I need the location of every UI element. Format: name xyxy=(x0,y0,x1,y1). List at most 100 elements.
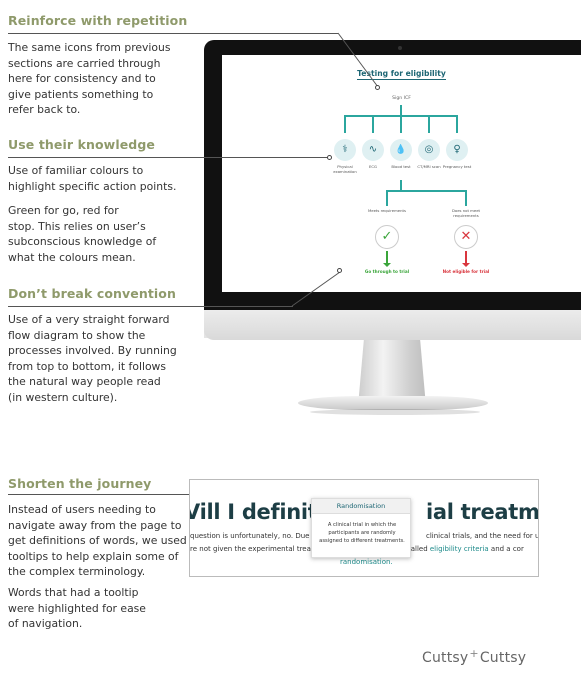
connector xyxy=(386,190,388,206)
test-label: Pregnancy test xyxy=(442,164,472,169)
callout-dot xyxy=(327,155,332,160)
logo-text: Cuttsy xyxy=(479,650,527,666)
text-line: from top to bottom, it follows xyxy=(8,359,166,373)
heading-dont-break-convention: Don’t break convention xyxy=(8,286,176,301)
monitor-stand xyxy=(358,340,426,400)
text-line: Instead of users needing to xyxy=(8,503,156,516)
monitor-stand-base xyxy=(298,396,488,410)
text-line: navigate away from the page to xyxy=(8,518,182,532)
text-line: give patients something to xyxy=(8,87,154,101)
demo-text-line: re not given the experimental treatm xyxy=(190,545,321,553)
randomisation-link[interactable]: randomisation. xyxy=(340,558,393,566)
connector xyxy=(344,115,346,133)
flow-title-text: Testing for eligibility xyxy=(357,69,446,80)
text-line: highlight specific action points. xyxy=(8,179,177,193)
camera-icon xyxy=(398,46,402,50)
meets-requirements-label: Meets requirements xyxy=(367,208,407,213)
text-line: stop. This relies on user’s xyxy=(8,219,146,233)
connector xyxy=(400,105,402,115)
heading-shorten-journey: Shorten the journey xyxy=(8,476,152,491)
text-line: get definitions of words, we used xyxy=(8,534,187,548)
check-icon: ✓ xyxy=(375,225,399,249)
test-label: Blood test xyxy=(391,164,411,169)
callout-connector xyxy=(291,271,341,307)
demo-text-line: question is unfortunately, no. Due t xyxy=(190,532,315,540)
test-label: Physical examination xyxy=(333,164,357,174)
text-line: tooltips to help explain some of xyxy=(8,549,179,563)
tooltip-popup: Randomisation A clinical trial in which … xyxy=(311,498,411,558)
text-line: Use of familiar colours to xyxy=(8,164,144,177)
text-line: The same icons from previous xyxy=(8,41,171,54)
connector xyxy=(456,115,458,133)
connector xyxy=(465,190,467,206)
connector xyxy=(428,115,430,133)
text-line: (in western culture). xyxy=(8,390,118,404)
connector xyxy=(372,115,374,133)
demo-text-line: s called eligibility criteria and a cor xyxy=(401,545,524,553)
text-line: what the colours mean. xyxy=(8,250,136,264)
not-eligible-label: Not eligible for trial xyxy=(442,269,490,274)
sign-icf-label: Sign ICF xyxy=(392,96,411,101)
callout-dot xyxy=(337,268,342,273)
callout-dot xyxy=(375,85,380,90)
paragraph-knowledge-1: Use of familiar colours to highlight spe… xyxy=(8,163,176,194)
logo-plus: + xyxy=(469,647,479,660)
paragraph-convention: Use of a very straight forward flow diag… xyxy=(8,312,177,406)
text-line: were highlighted for ease xyxy=(8,601,146,615)
text-line: of navigation. xyxy=(8,617,83,631)
test-label: ECG xyxy=(369,164,377,169)
callout-line-journey xyxy=(8,494,223,495)
cross-icon: ✕ xyxy=(454,225,478,249)
text-line: Use of a very straight forward xyxy=(8,313,170,326)
tooltip-body: A clinical trial in which the participan… xyxy=(319,522,405,544)
monitor-chin xyxy=(204,310,581,340)
text-line: refer back to. xyxy=(8,103,81,117)
connector xyxy=(386,190,466,192)
callout-line-convention xyxy=(8,306,293,307)
callout-connector xyxy=(337,32,379,88)
paragraph-journey-1: Instead of users needing to navigate awa… xyxy=(8,502,187,580)
paragraph-journey-2: Words that had a tooltip were highlighte… xyxy=(8,585,146,632)
text-line: here for consistency and to xyxy=(8,72,156,86)
demo-text: and a cor xyxy=(488,545,524,553)
cuttsy-logo: Cuttsy+Cuttsy xyxy=(422,647,527,666)
stop-arrow-head xyxy=(462,263,470,267)
eligibility-criteria-link[interactable]: eligibility criteria xyxy=(429,545,489,553)
test-label: CT/MRI scan xyxy=(417,164,441,169)
go-arrow-head xyxy=(383,263,391,267)
text-line: Green for go, red for xyxy=(8,204,119,217)
tooltip-demo-panel: Vill I definitel ial treatment question … xyxy=(189,479,539,577)
connector xyxy=(400,115,402,133)
text-line: processes involved. By running xyxy=(8,344,177,358)
callout-line-repetition xyxy=(8,33,338,34)
scan-icon: ◎ xyxy=(418,139,440,161)
go-arrow xyxy=(386,251,388,265)
logo-text: Cuttsy xyxy=(422,650,469,666)
go-through-label: Go through to trial xyxy=(364,269,410,274)
heading-use-knowledge: Use their knowledge xyxy=(8,137,155,152)
demo-text-line: clinical trials, and the need for unb xyxy=(426,532,539,540)
stop-arrow xyxy=(465,251,467,265)
pregnancy-icon: ♀ xyxy=(446,139,468,161)
demo-text: s called xyxy=(401,545,430,553)
monitor-shadow xyxy=(310,409,480,415)
text-line: sections are carried through xyxy=(8,56,161,70)
text-line: the complex terminology. xyxy=(8,565,146,579)
flow-title: Testing for eligibility xyxy=(222,69,581,80)
tooltip-title: Randomisation xyxy=(312,499,410,514)
blood-drop-icon: 💧 xyxy=(390,139,412,161)
heading-reinforce-repetition: Reinforce with repetition xyxy=(8,13,188,28)
ecg-icon: ∿ xyxy=(362,139,384,161)
not-meets-requirements-label: Does not meet requirements xyxy=(451,208,481,218)
monitor-screen: Testing for eligibility Sign ICF ⚕ ∿ 💧 ◎… xyxy=(222,55,581,292)
text-line: Words that had a tooltip xyxy=(8,586,139,599)
text-line: the natural way people read xyxy=(8,375,161,389)
paragraph-repetition: The same icons from previous sections ar… xyxy=(8,40,171,118)
text-line: subconscious knowledge of xyxy=(8,235,157,249)
stethoscope-icon: ⚕ xyxy=(334,139,356,161)
demo-headline-right: ial treatment xyxy=(426,500,539,524)
callout-line-knowledge xyxy=(8,157,330,158)
text-line: flow diagram to show the xyxy=(8,328,146,342)
connector xyxy=(400,180,402,190)
paragraph-knowledge-2: Green for go, red for stop. This relies … xyxy=(8,203,156,265)
